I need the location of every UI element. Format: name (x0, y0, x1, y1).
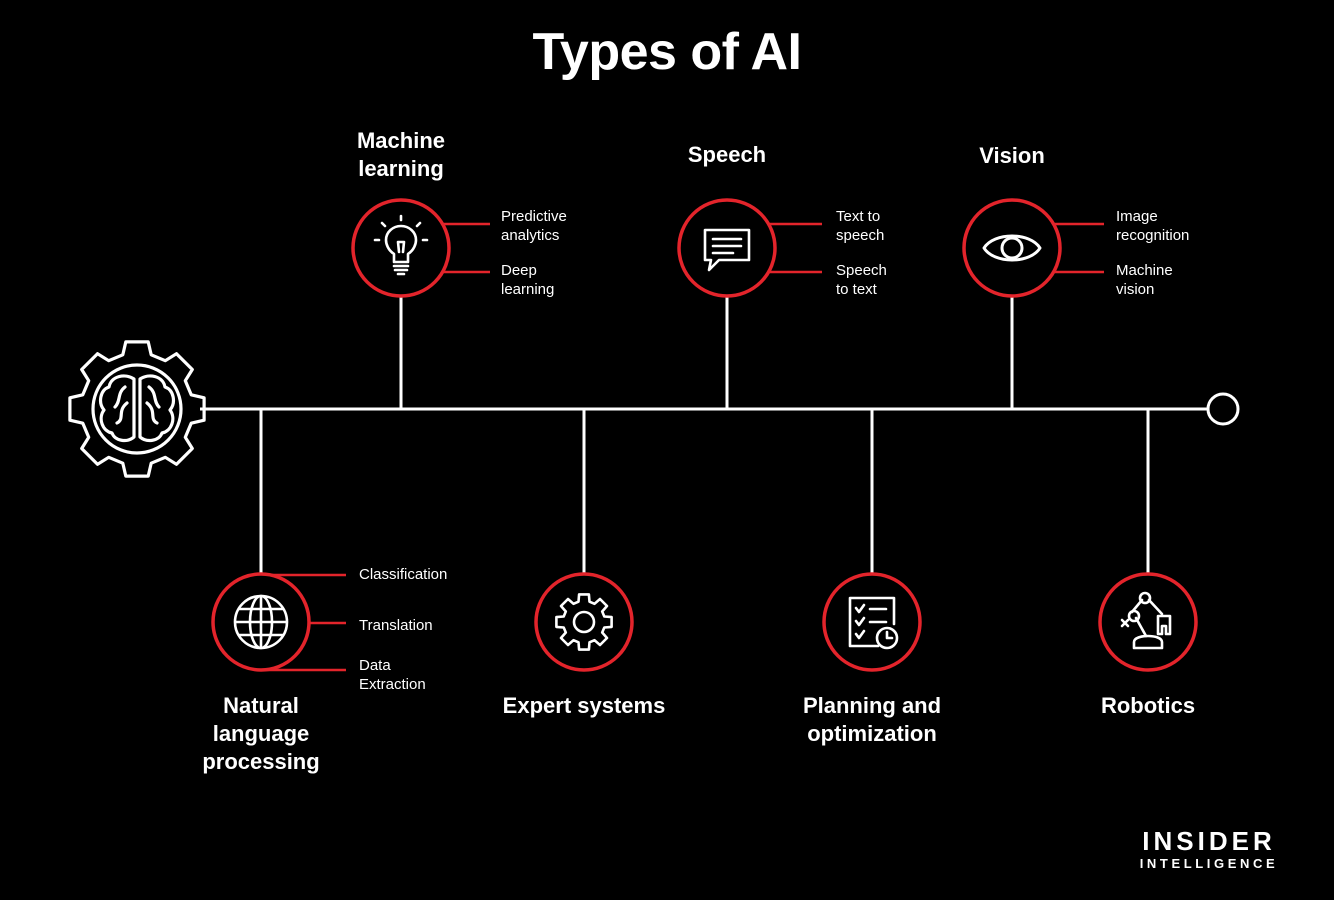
category-vision-node (962, 198, 1104, 409)
timeline-end-marker (1206, 392, 1240, 426)
sub-item-classification: Classification (359, 566, 448, 583)
category-nlp-node (211, 409, 346, 672)
category-expert-systems-label: Expert systems (502, 693, 666, 718)
category-machine-learning-node (351, 198, 490, 409)
sub-item-data-extraction: Data Extraction (359, 657, 426, 693)
chat-bubble-icon (703, 228, 751, 272)
robot-arm-icon (1120, 591, 1172, 650)
sub-item-text-to-speech: Text to speech (836, 208, 885, 244)
sub-item-speech-to-text: Speech to text (836, 262, 887, 298)
sub-item-image-recognition: Image recognition (1116, 208, 1190, 244)
brand-line1: INSIDER (1142, 826, 1276, 856)
brain-gear-icon (68, 340, 206, 478)
sub-item-predictive-analytics: Predictive analytics (501, 208, 567, 244)
category-machine-learning-label: Machine learning (356, 128, 446, 181)
globe-icon (233, 594, 289, 650)
category-robotics-node (1098, 409, 1198, 672)
category-speech-node (677, 198, 822, 409)
checklist-clock-icon (848, 596, 899, 650)
category-speech-label: Speech (687, 142, 767, 167)
brand-logo: INSIDER INTELLIGENCE (1136, 826, 1282, 872)
category-nlp-label: Natural language processing (202, 693, 320, 774)
category-expert-systems-node (534, 409, 634, 672)
category-robotics-label: Robotics (1100, 693, 1196, 718)
eye-icon (982, 234, 1042, 262)
lightbulb-icon (373, 214, 429, 276)
category-planning-node (822, 409, 922, 672)
sub-item-deep-learning: Deep learning (501, 262, 555, 298)
brand-line2: INTELLIGENCE (1139, 856, 1279, 871)
sub-item-machine-vision: Machine vision (1116, 262, 1173, 298)
sub-item-translation: Translation (359, 617, 433, 634)
category-planning-label: Planning and optimization (802, 693, 942, 746)
gear-icon (555, 593, 613, 651)
category-vision-label: Vision (979, 143, 1045, 168)
page-title: Types of AI (532, 23, 802, 81)
